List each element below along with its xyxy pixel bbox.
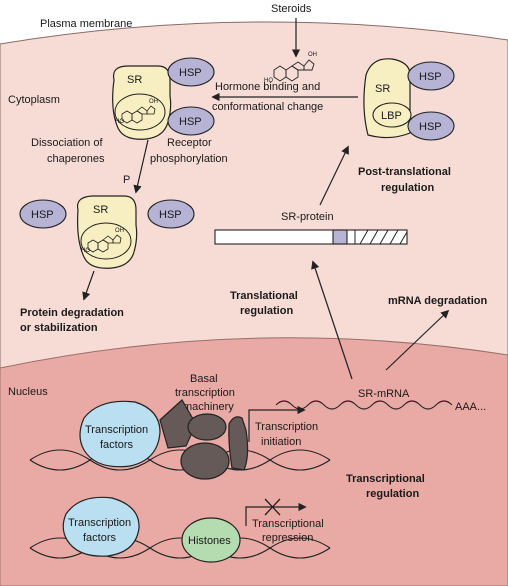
sr-mrna-strand — [275, 400, 453, 410]
lbp-pocket — [372, 102, 412, 128]
sr-label-unbound: SR — [375, 83, 390, 95]
hsp-label-top: HSP — [419, 71, 442, 83]
transcriptional-regulation-label-1: Transcriptional — [346, 473, 425, 485]
sr-label-bound: SR — [127, 74, 142, 86]
lbp-label: LBP — [381, 110, 402, 122]
sr-label-phosphorylated: SR — [93, 204, 108, 216]
hormone-pocket-2 — [80, 222, 132, 260]
basal-label-1: Basal — [190, 373, 218, 385]
hsp-label-free-left: HSP — [31, 209, 54, 221]
hormone-binding-label-1: Hormone binding and — [215, 81, 320, 93]
transcription-repression-arrow — [245, 502, 307, 526]
histones-label: Histones — [188, 535, 231, 547]
steroids-label: Steroids — [271, 3, 312, 15]
receptor-label-2: phosphorylation — [150, 153, 228, 165]
hsp-chaperone-left-top — [167, 57, 215, 87]
sr-protein-lbd-hatch — [354, 229, 408, 245]
hsp-label-left-bottom: HSP — [179, 116, 202, 128]
hsp-chaperone-left-bottom — [167, 106, 215, 136]
hormone-pocket-1 — [114, 93, 166, 131]
tf-upper-label-1: Transcription — [85, 424, 148, 436]
bound-oh-label-1: OH — [149, 99, 158, 105]
receptor-label-1: Receptor — [167, 137, 212, 149]
bound-oh-label-2: OH — [115, 228, 124, 234]
bound-ho-label-2: HO — [81, 248, 90, 254]
ti-label-1: Transcription — [255, 421, 318, 433]
hormone-binding-label-2: conformational change — [212, 101, 323, 113]
bound-steroid-icon-1 — [121, 105, 156, 124]
hsp-label-free-right: HSP — [159, 209, 182, 221]
dissociation-label-1: Dissociation of — [31, 137, 103, 149]
protein-degradation-arrow — [82, 270, 95, 301]
poly-a-tail-label: AAA... — [455, 401, 486, 413]
bound-ho-label-1: HO — [115, 119, 124, 125]
dna-strand-upper-a — [29, 449, 331, 471]
steroid-molecule-icon — [273, 59, 315, 82]
basal-label-3: machinery — [183, 401, 234, 413]
protein-degradation-label-2: or stabilization — [20, 322, 98, 334]
dissociation-label-2: chaperones — [47, 153, 105, 165]
bound-steroid-icon-2 — [87, 234, 122, 253]
sr-protein-label: SR-protein — [281, 211, 334, 223]
dissociation-arrow — [133, 139, 149, 194]
hsp-chaperone-bottom — [407, 111, 455, 141]
transcription-initiation-arrow — [248, 405, 306, 442]
transcriptional-regulation-label-2: regulation — [366, 488, 419, 500]
plasma-membrane-label: Plasma membrane — [40, 18, 132, 30]
transcription-factor-upper — [79, 400, 161, 468]
tr-label-2: repression — [262, 532, 313, 544]
tf-lower-label-2: factors — [83, 532, 117, 544]
mrna-degradation-label: mRNA degradation — [388, 295, 487, 307]
mrna-degradation-arrow — [385, 309, 450, 371]
sr-mrna-label: SR-mRNA — [358, 388, 410, 400]
cytoplasm-label: Cytoplasm — [8, 94, 60, 106]
hsp-label-left-top: HSP — [179, 67, 202, 79]
basal-transcription-machinery — [159, 399, 249, 480]
hsp-free-left — [19, 199, 67, 229]
hsp-free-right — [147, 199, 195, 229]
translational-label-2: regulation — [240, 305, 293, 317]
post-translational-label-1: Post-translational — [358, 166, 451, 178]
post-translational-arrow — [319, 145, 349, 206]
tr-label-1: Transcriptional — [252, 518, 324, 530]
hsp-chaperone-top — [407, 61, 455, 91]
transcription-factor-lower — [62, 496, 140, 557]
basal-label-2: transcription — [175, 387, 235, 399]
steroid-oh-label: OH — [308, 52, 317, 58]
translational-label-1: Translational — [230, 290, 298, 302]
translational-arrow — [311, 260, 353, 380]
nucleus-label: Nucleus — [8, 386, 48, 398]
sr-protein-dbd-domain — [332, 229, 348, 245]
post-translational-label-2: regulation — [381, 182, 434, 194]
tf-upper-label-2: factors — [100, 439, 134, 451]
histone-complex — [181, 517, 241, 563]
dna-strand-upper-b — [29, 449, 331, 471]
sr-protein-bar — [214, 229, 408, 245]
steroid-ho-label: HO — [264, 78, 273, 84]
phosphate-label: P — [123, 174, 130, 186]
ti-label-2: initiation — [261, 436, 301, 448]
hsp-label-bottom: HSP — [419, 121, 442, 133]
tf-lower-label-1: Transcription — [68, 517, 131, 529]
repression-block-icon — [264, 498, 281, 516]
protein-degradation-label-1: Protein degradation — [20, 307, 124, 319]
